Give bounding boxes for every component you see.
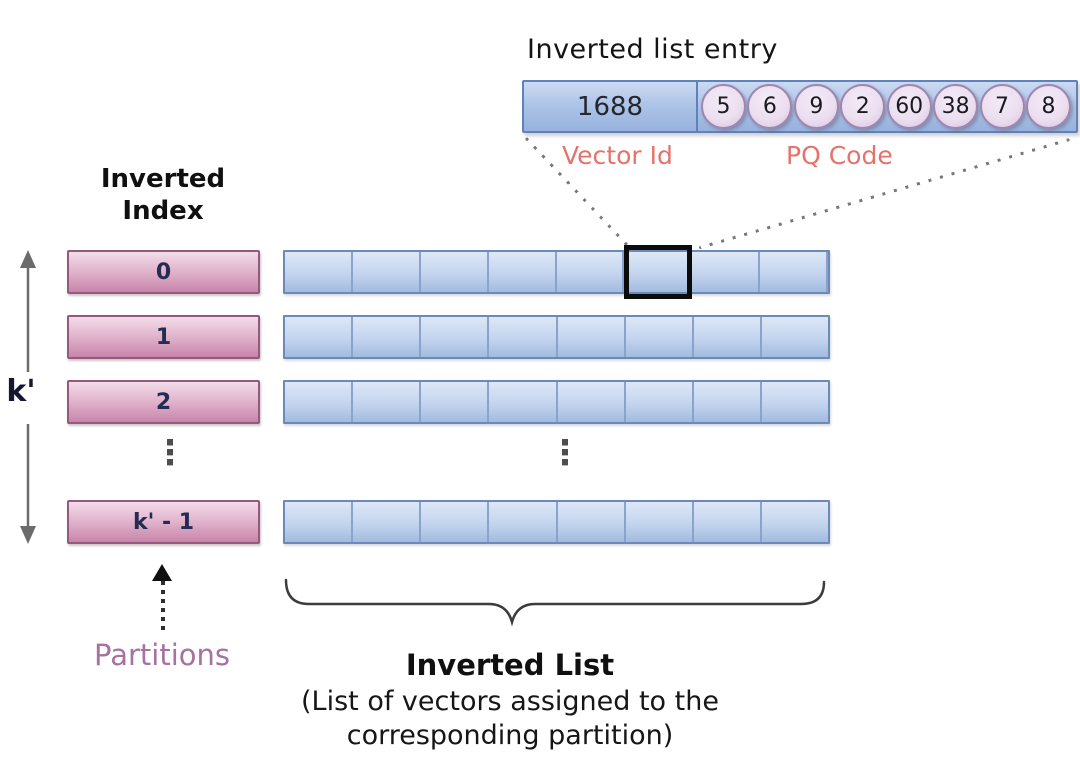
list-cell bbox=[625, 317, 694, 357]
inverted-index-title-line1: Inverted bbox=[100, 164, 226, 194]
list-cell bbox=[353, 502, 422, 542]
list-cell bbox=[761, 382, 828, 422]
partition-box-2: 2 bbox=[67, 380, 260, 424]
inverted-list-row bbox=[283, 500, 830, 544]
arrowhead-up bbox=[20, 250, 36, 268]
partition-box-last: k' - 1 bbox=[67, 500, 260, 544]
list-cell bbox=[352, 252, 421, 292]
inverted-list-row bbox=[283, 315, 830, 359]
list-ellipsis: ⋮ bbox=[548, 433, 582, 473]
list-cell bbox=[624, 252, 693, 292]
pq-code-circle: 6 bbox=[747, 84, 793, 129]
highlighted-cell bbox=[624, 245, 693, 299]
list-cell bbox=[420, 252, 489, 292]
list-cell bbox=[285, 317, 354, 357]
inverted-list-caption-line2: corresponding partition) bbox=[346, 720, 674, 751]
list-cell bbox=[285, 502, 354, 542]
list-cell bbox=[625, 502, 694, 542]
pq-code-label: PQ Code bbox=[786, 141, 893, 170]
pq-code-circle: 5 bbox=[701, 84, 746, 129]
inverted-list-row bbox=[283, 245, 830, 299]
list-cell bbox=[557, 502, 626, 542]
inverted-list-caption-line1: (List of vectors assigned to the bbox=[301, 686, 719, 717]
pq-code-circle: 2 bbox=[840, 84, 886, 129]
inverted-list-caption-title: Inverted List bbox=[405, 648, 615, 682]
inverted-list-brace bbox=[284, 578, 826, 627]
index-ellipsis: ⋮ bbox=[153, 433, 187, 473]
arrowhead-down bbox=[20, 526, 36, 544]
list-cell bbox=[353, 317, 422, 357]
partitions-dotted-arrow bbox=[161, 581, 165, 632]
list-cell bbox=[488, 252, 557, 292]
list-cell bbox=[760, 252, 828, 292]
vector-id-cell: 1688 bbox=[524, 82, 698, 131]
list-cell bbox=[557, 317, 626, 357]
pq-code-circle: 7 bbox=[979, 84, 1025, 129]
pq-code-circle: 9 bbox=[793, 84, 839, 129]
list-cell bbox=[489, 317, 558, 357]
partitions-caption: Partitions bbox=[94, 638, 230, 672]
inverted-list-entry-title: Inverted list entry bbox=[527, 34, 778, 65]
inverted-index-title-line2: Index bbox=[122, 195, 204, 226]
list-cell bbox=[285, 252, 353, 292]
list-cell bbox=[556, 252, 625, 292]
list-cell bbox=[625, 382, 694, 422]
list-cell bbox=[693, 317, 762, 357]
list-cell bbox=[693, 502, 762, 542]
pq-code-circle: 8 bbox=[1025, 84, 1071, 129]
pq-code-circle: 38 bbox=[933, 84, 979, 129]
list-cell bbox=[421, 502, 490, 542]
list-cell bbox=[761, 317, 828, 357]
list-cell bbox=[421, 317, 490, 357]
list-cell bbox=[557, 382, 626, 422]
inverted-list-row bbox=[283, 380, 830, 424]
list-cell bbox=[489, 382, 558, 422]
list-cell bbox=[421, 382, 490, 422]
inverted-index-title: Inverted Index bbox=[63, 164, 263, 227]
partition-box-0: 0 bbox=[67, 250, 260, 294]
list-cell bbox=[353, 382, 422, 422]
list-cell bbox=[489, 502, 558, 542]
k-count-label: k' bbox=[6, 374, 36, 409]
partition-box-1: 1 bbox=[67, 315, 260, 359]
vector-id-label: Vector Id bbox=[562, 141, 673, 170]
list-cell bbox=[692, 252, 761, 292]
list-cell bbox=[693, 382, 762, 422]
k-range-double-arrow bbox=[20, 250, 36, 544]
pq-code-circle: 60 bbox=[886, 84, 932, 129]
list-cell bbox=[761, 502, 828, 542]
partitions-arrowhead-icon bbox=[152, 564, 172, 581]
list-cell bbox=[285, 382, 354, 422]
